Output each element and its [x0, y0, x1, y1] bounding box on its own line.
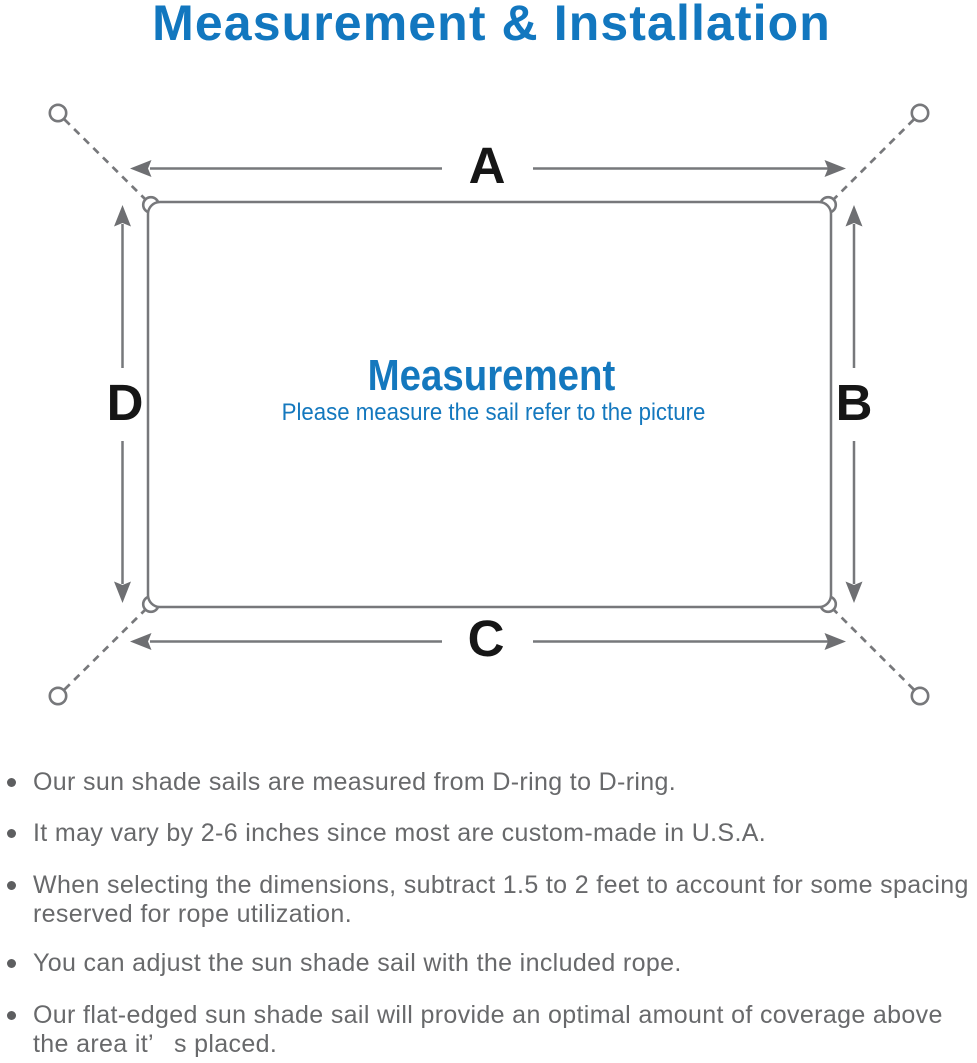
svg-text:C: C [468, 610, 505, 667]
svg-text:B: B [836, 374, 873, 431]
svg-text:A: A [469, 137, 506, 194]
svg-text:D: D [107, 374, 144, 431]
